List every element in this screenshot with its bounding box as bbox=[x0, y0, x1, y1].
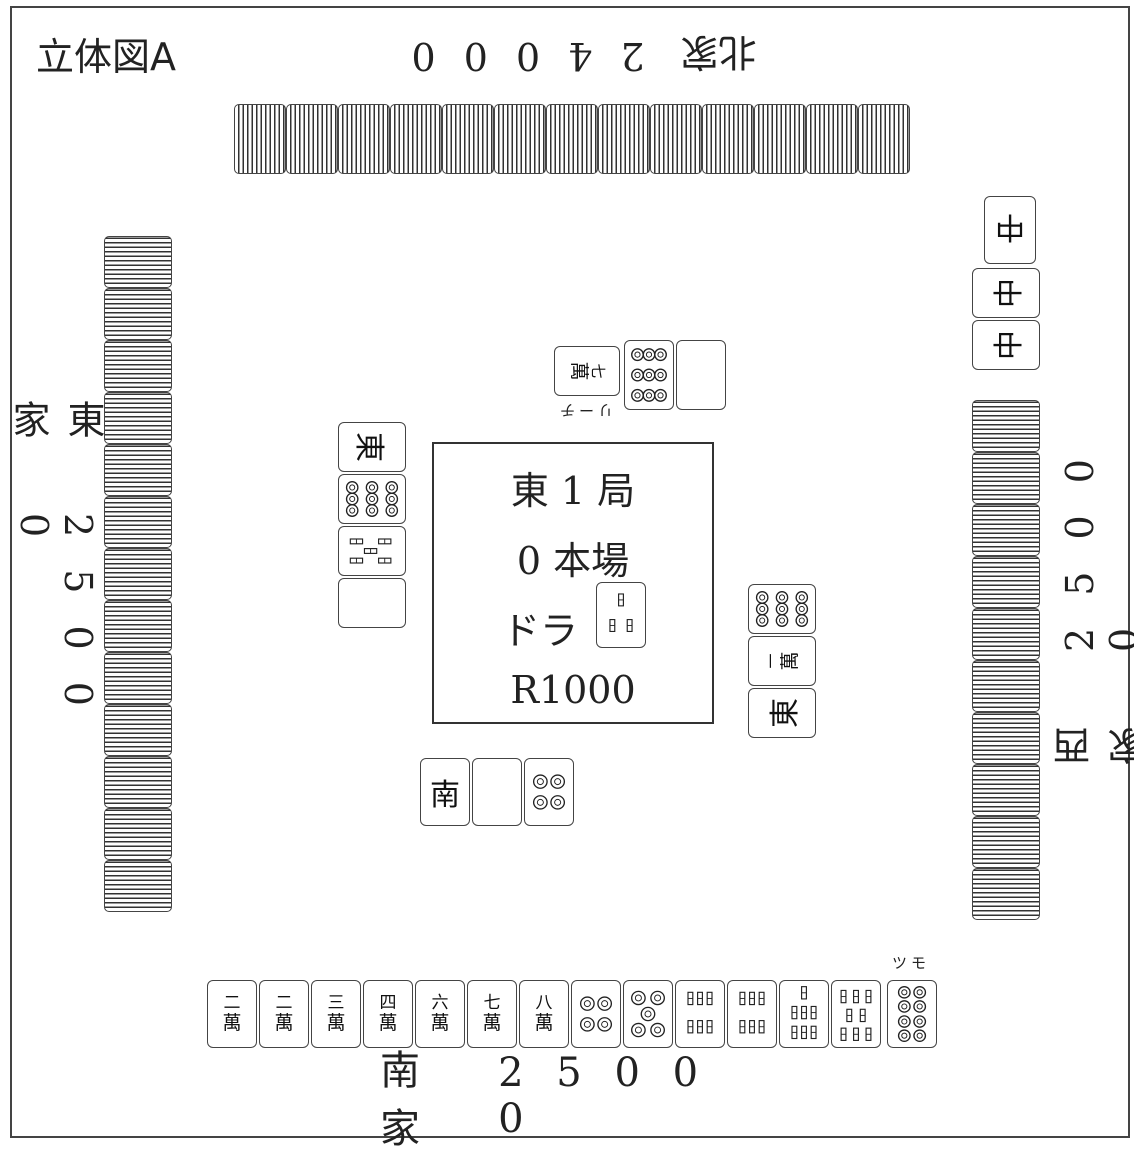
west-score: 2 5 0 0 0 bbox=[1058, 405, 1134, 652]
tile-back bbox=[286, 104, 338, 174]
south-player: 南家 2 5 0 0 0 bbox=[380, 1072, 760, 1120]
south-hand-tile[interactable]: 二萬 bbox=[259, 980, 309, 1048]
tile-back bbox=[104, 860, 172, 912]
south-hand-tsumo-tile[interactable] bbox=[887, 980, 937, 1048]
north-player: 北家 2 4 0 0 0 bbox=[400, 32, 760, 80]
west-player: 西家 2 5 0 0 0 bbox=[1078, 405, 1126, 765]
tile-back bbox=[972, 452, 1040, 504]
tile-back bbox=[104, 340, 172, 392]
tile-back bbox=[390, 104, 442, 174]
tile-back bbox=[104, 548, 172, 600]
south-hand-tile[interactable]: 四萬 bbox=[363, 980, 413, 1048]
south-hand-tile[interactable]: 七萬 bbox=[467, 980, 517, 1048]
tile-back bbox=[104, 756, 172, 808]
south-discard-tile bbox=[472, 758, 522, 826]
south-hand-tile[interactable] bbox=[831, 980, 881, 1048]
south-hand-tile[interactable]: 三萬 bbox=[311, 980, 361, 1048]
honba-label: 0 本場 bbox=[434, 530, 712, 585]
tile-back bbox=[972, 764, 1040, 816]
north-score: 2 4 0 0 0 bbox=[403, 34, 644, 78]
west-hand-backs bbox=[972, 400, 1040, 920]
tile-back bbox=[104, 444, 172, 496]
south-hand-tile[interactable]: 六萬 bbox=[415, 980, 465, 1048]
tile-back bbox=[754, 104, 806, 174]
tile-back bbox=[972, 712, 1040, 764]
tile-back bbox=[972, 868, 1040, 920]
tile-back bbox=[972, 556, 1040, 608]
south-label: 南家 bbox=[380, 1038, 458, 1154]
tile-back bbox=[598, 104, 650, 174]
riichi-label: リーチ bbox=[556, 400, 613, 421]
west-discard-tile: 一萬 bbox=[748, 636, 816, 686]
tile-back bbox=[972, 816, 1040, 868]
north-discard-tile bbox=[624, 340, 674, 410]
tsumo-label: ツモ bbox=[892, 952, 930, 973]
diagram-title: 立体図A bbox=[36, 26, 176, 81]
tile-back bbox=[650, 104, 702, 174]
south-hand-tile[interactable] bbox=[571, 980, 621, 1048]
tile-back bbox=[234, 104, 286, 174]
tile-back bbox=[972, 608, 1040, 660]
north-label: 北家 bbox=[681, 29, 757, 84]
south-hand-tile[interactable]: 八萬 bbox=[519, 980, 569, 1048]
north-hand-backs bbox=[234, 104, 910, 174]
south-hand-tile[interactable] bbox=[779, 980, 829, 1048]
tile-back bbox=[104, 704, 172, 756]
north-discard-tile bbox=[676, 340, 726, 410]
tile-back bbox=[972, 400, 1040, 452]
tile-back bbox=[104, 600, 172, 652]
tile-back bbox=[104, 236, 172, 288]
tile-back bbox=[104, 288, 172, 340]
west-discard-tile: 東 bbox=[748, 688, 816, 738]
east-score: 2 5 0 0 0 bbox=[12, 513, 100, 760]
west-meld-tile: 中 bbox=[972, 320, 1040, 370]
tile-back bbox=[972, 660, 1040, 712]
west-meld-tile: 中 bbox=[984, 196, 1036, 264]
west-label: 西家 bbox=[1047, 692, 1134, 765]
tile-back bbox=[806, 104, 858, 174]
tile-back bbox=[972, 504, 1040, 556]
north-discard-riichi-tile: 七萬 bbox=[554, 346, 620, 396]
east-player: 東家 2 5 0 0 0 bbox=[32, 400, 80, 760]
south-score: 2 5 0 0 0 bbox=[498, 1050, 760, 1142]
round-info-box: 東 1 局 0 本場 ドラ R1000 bbox=[432, 442, 714, 724]
south-hand-tile[interactable] bbox=[727, 980, 777, 1048]
east-discard-tile bbox=[338, 526, 406, 576]
south-discard-tile: 南 bbox=[420, 758, 470, 826]
tile-back bbox=[338, 104, 390, 174]
tile-back bbox=[494, 104, 546, 174]
south-hand-tile[interactable] bbox=[675, 980, 725, 1048]
east-discard-tile: 東 bbox=[338, 422, 406, 472]
south-hand-tile[interactable]: 二萬 bbox=[207, 980, 257, 1048]
round-label: 東 1 局 bbox=[434, 460, 712, 515]
west-discard-tile bbox=[748, 584, 816, 634]
tile-back bbox=[104, 496, 172, 548]
east-label: 東家 bbox=[1, 400, 111, 473]
rate-label: R1000 bbox=[434, 668, 712, 712]
west-meld-tile: 中 bbox=[972, 268, 1040, 318]
south-hand: 二萬二萬三萬四萬六萬七萬八萬 bbox=[207, 980, 947, 1050]
tile-back bbox=[702, 104, 754, 174]
dora-label: ドラ bbox=[502, 600, 578, 655]
south-hand-tile[interactable] bbox=[623, 980, 673, 1048]
tile-back bbox=[104, 652, 172, 704]
south-discard-tile bbox=[524, 758, 574, 826]
east-hand-backs bbox=[104, 236, 172, 912]
tile-back bbox=[858, 104, 910, 174]
east-discard-tile bbox=[338, 578, 406, 628]
tile-back bbox=[546, 104, 598, 174]
tile-back bbox=[104, 808, 172, 860]
east-discard-tile bbox=[338, 474, 406, 524]
tile-back bbox=[442, 104, 494, 174]
tile-back bbox=[104, 392, 172, 444]
dora-indicator-tile bbox=[596, 582, 646, 648]
